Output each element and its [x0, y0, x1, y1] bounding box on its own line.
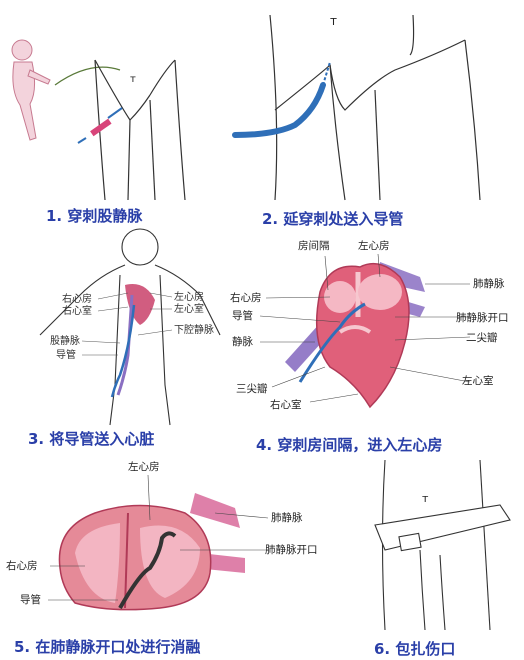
navel-mark: т: [330, 14, 337, 28]
catheter: [110, 304, 136, 398]
label-pv: 肺静脉: [473, 277, 505, 290]
step6-caption: 6. 包扎伤口: [374, 640, 456, 658]
label-pvo: 肺静脉开口: [456, 311, 509, 324]
label-la: 左心房: [174, 290, 204, 303]
step6-illustration: т: [374, 459, 511, 631]
label-ra: 右心房: [6, 559, 38, 572]
label-pvo: 肺静脉开口: [265, 543, 318, 556]
step4-caption: 4. 穿刺房间隔，进入左心房: [256, 436, 443, 454]
step1-caption: 1. 穿刺股静脉: [46, 207, 143, 225]
label-cath: 导管: [56, 348, 76, 361]
patient-figure: [11, 39, 51, 141]
label-vein: 静脉: [232, 335, 253, 348]
step2-illustration: т: [232, 14, 481, 201]
label-mitral: 二尖瓣: [466, 331, 498, 344]
vein: [116, 294, 134, 396]
label-rv: 右心室: [270, 398, 302, 411]
catheter-tube: [232, 82, 326, 138]
label-ra: 右心房: [230, 291, 262, 304]
navel-mark: т: [130, 74, 136, 85]
needle: [77, 107, 123, 144]
catheter: [298, 302, 366, 383]
step5-illustration: 左心房 肺静脉 肺静脉开口 右心房 导管: [6, 460, 318, 611]
catheter: [118, 531, 177, 609]
label-rv: 右心室: [62, 304, 92, 317]
label-ra: 右心房: [62, 292, 92, 305]
label-tricuspid: 三尖瓣: [236, 382, 268, 395]
step2-caption: 2. 延穿刺处送入导管: [262, 210, 404, 228]
label-lv: 左心室: [462, 374, 494, 387]
step3-caption: 3. 将导管送入心脏: [28, 430, 155, 448]
label-ivc: 下腔静脉: [174, 323, 214, 336]
navel-mark: т: [422, 492, 429, 505]
label-pv: 肺静脉: [271, 511, 303, 524]
step5-caption: 5. 在肺静脉开口处进行消融: [14, 638, 201, 656]
connector-line: [54, 66, 121, 86]
label-septum: 房间隔: [298, 239, 330, 252]
label-cath: 导管: [232, 309, 253, 322]
label-fv: 股静脉: [50, 334, 80, 347]
pulmonary-vein: [190, 493, 240, 528]
label-la: 左心房: [128, 460, 160, 473]
step1-illustration: т: [11, 39, 186, 201]
label-lv: 左心室: [174, 302, 204, 315]
label-cath: 导管: [20, 593, 41, 606]
label-la: 左心房: [358, 239, 390, 252]
step4-illustration: 房间隔 左心房 肺静脉 右心房 肺静脉开口 导管 二尖瓣 静脉 左心室 三尖瓣 …: [230, 239, 509, 411]
step3-illustration: 右心房 右心室 左心房 左心室 下腔静脉 股静脉 导管: [39, 228, 221, 426]
